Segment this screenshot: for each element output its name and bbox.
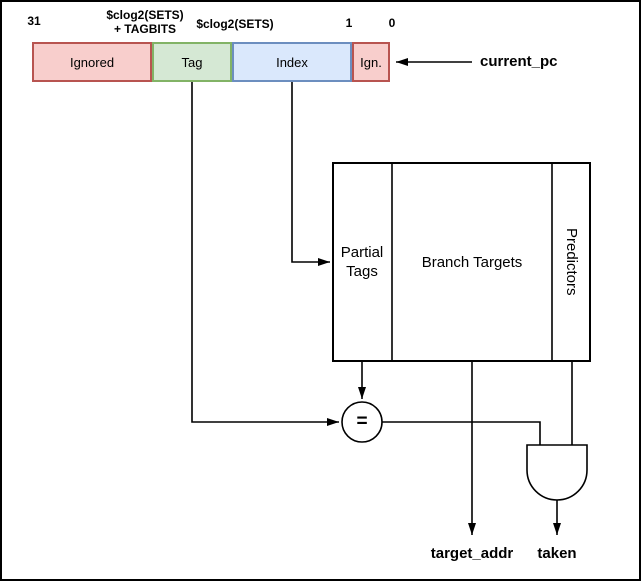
btb-column-branch-targets: Branch Targets <box>421 253 523 271</box>
pc-field-ign: Ign. <box>352 42 390 82</box>
pc-field-tag-label: Tag <box>181 54 203 70</box>
pc-field-ignored: Ignored <box>32 42 152 82</box>
btb-column-partial-tags: Partial Tags <box>340 244 384 280</box>
btb-column-predictors: Predictors <box>563 228 580 296</box>
comparator-equals-label: = <box>356 411 368 432</box>
taken-label: taken <box>537 545 577 562</box>
bit-label-31: 31 <box>27 14 41 28</box>
pc-field-ignored-label: Ignored <box>69 54 115 70</box>
wire-index-to-btb <box>291 82 330 266</box>
bit-label-clog2-sets: $clog2(SETS) <box>196 17 274 31</box>
wire-tag-to-comparator <box>191 82 339 426</box>
comparator-circle <box>341 401 383 443</box>
bit-label-0: 0 <box>388 16 396 30</box>
current-pc-label: current_pc <box>480 53 558 70</box>
and-gate <box>526 444 588 501</box>
wire-comparator-to-and <box>382 421 541 446</box>
pc-field-tag: Tag <box>152 42 232 82</box>
pc-field-index-label: Index <box>276 54 308 70</box>
bit-label-clog2-tagbits: $clog2(SETS) + TAGBITS <box>90 8 200 36</box>
btb-box <box>332 162 591 362</box>
pc-field-ign-label: Ign. <box>360 54 382 70</box>
bit-label-clog2-tagbits-line1: $clog2(SETS) <box>106 8 184 22</box>
target-addr-label: target_addr <box>430 545 514 562</box>
pc-field-index: Index <box>232 42 352 82</box>
bit-label-clog2-tagbits-line2: + TAGBITS <box>113 22 177 36</box>
bit-label-1: 1 <box>345 16 353 30</box>
